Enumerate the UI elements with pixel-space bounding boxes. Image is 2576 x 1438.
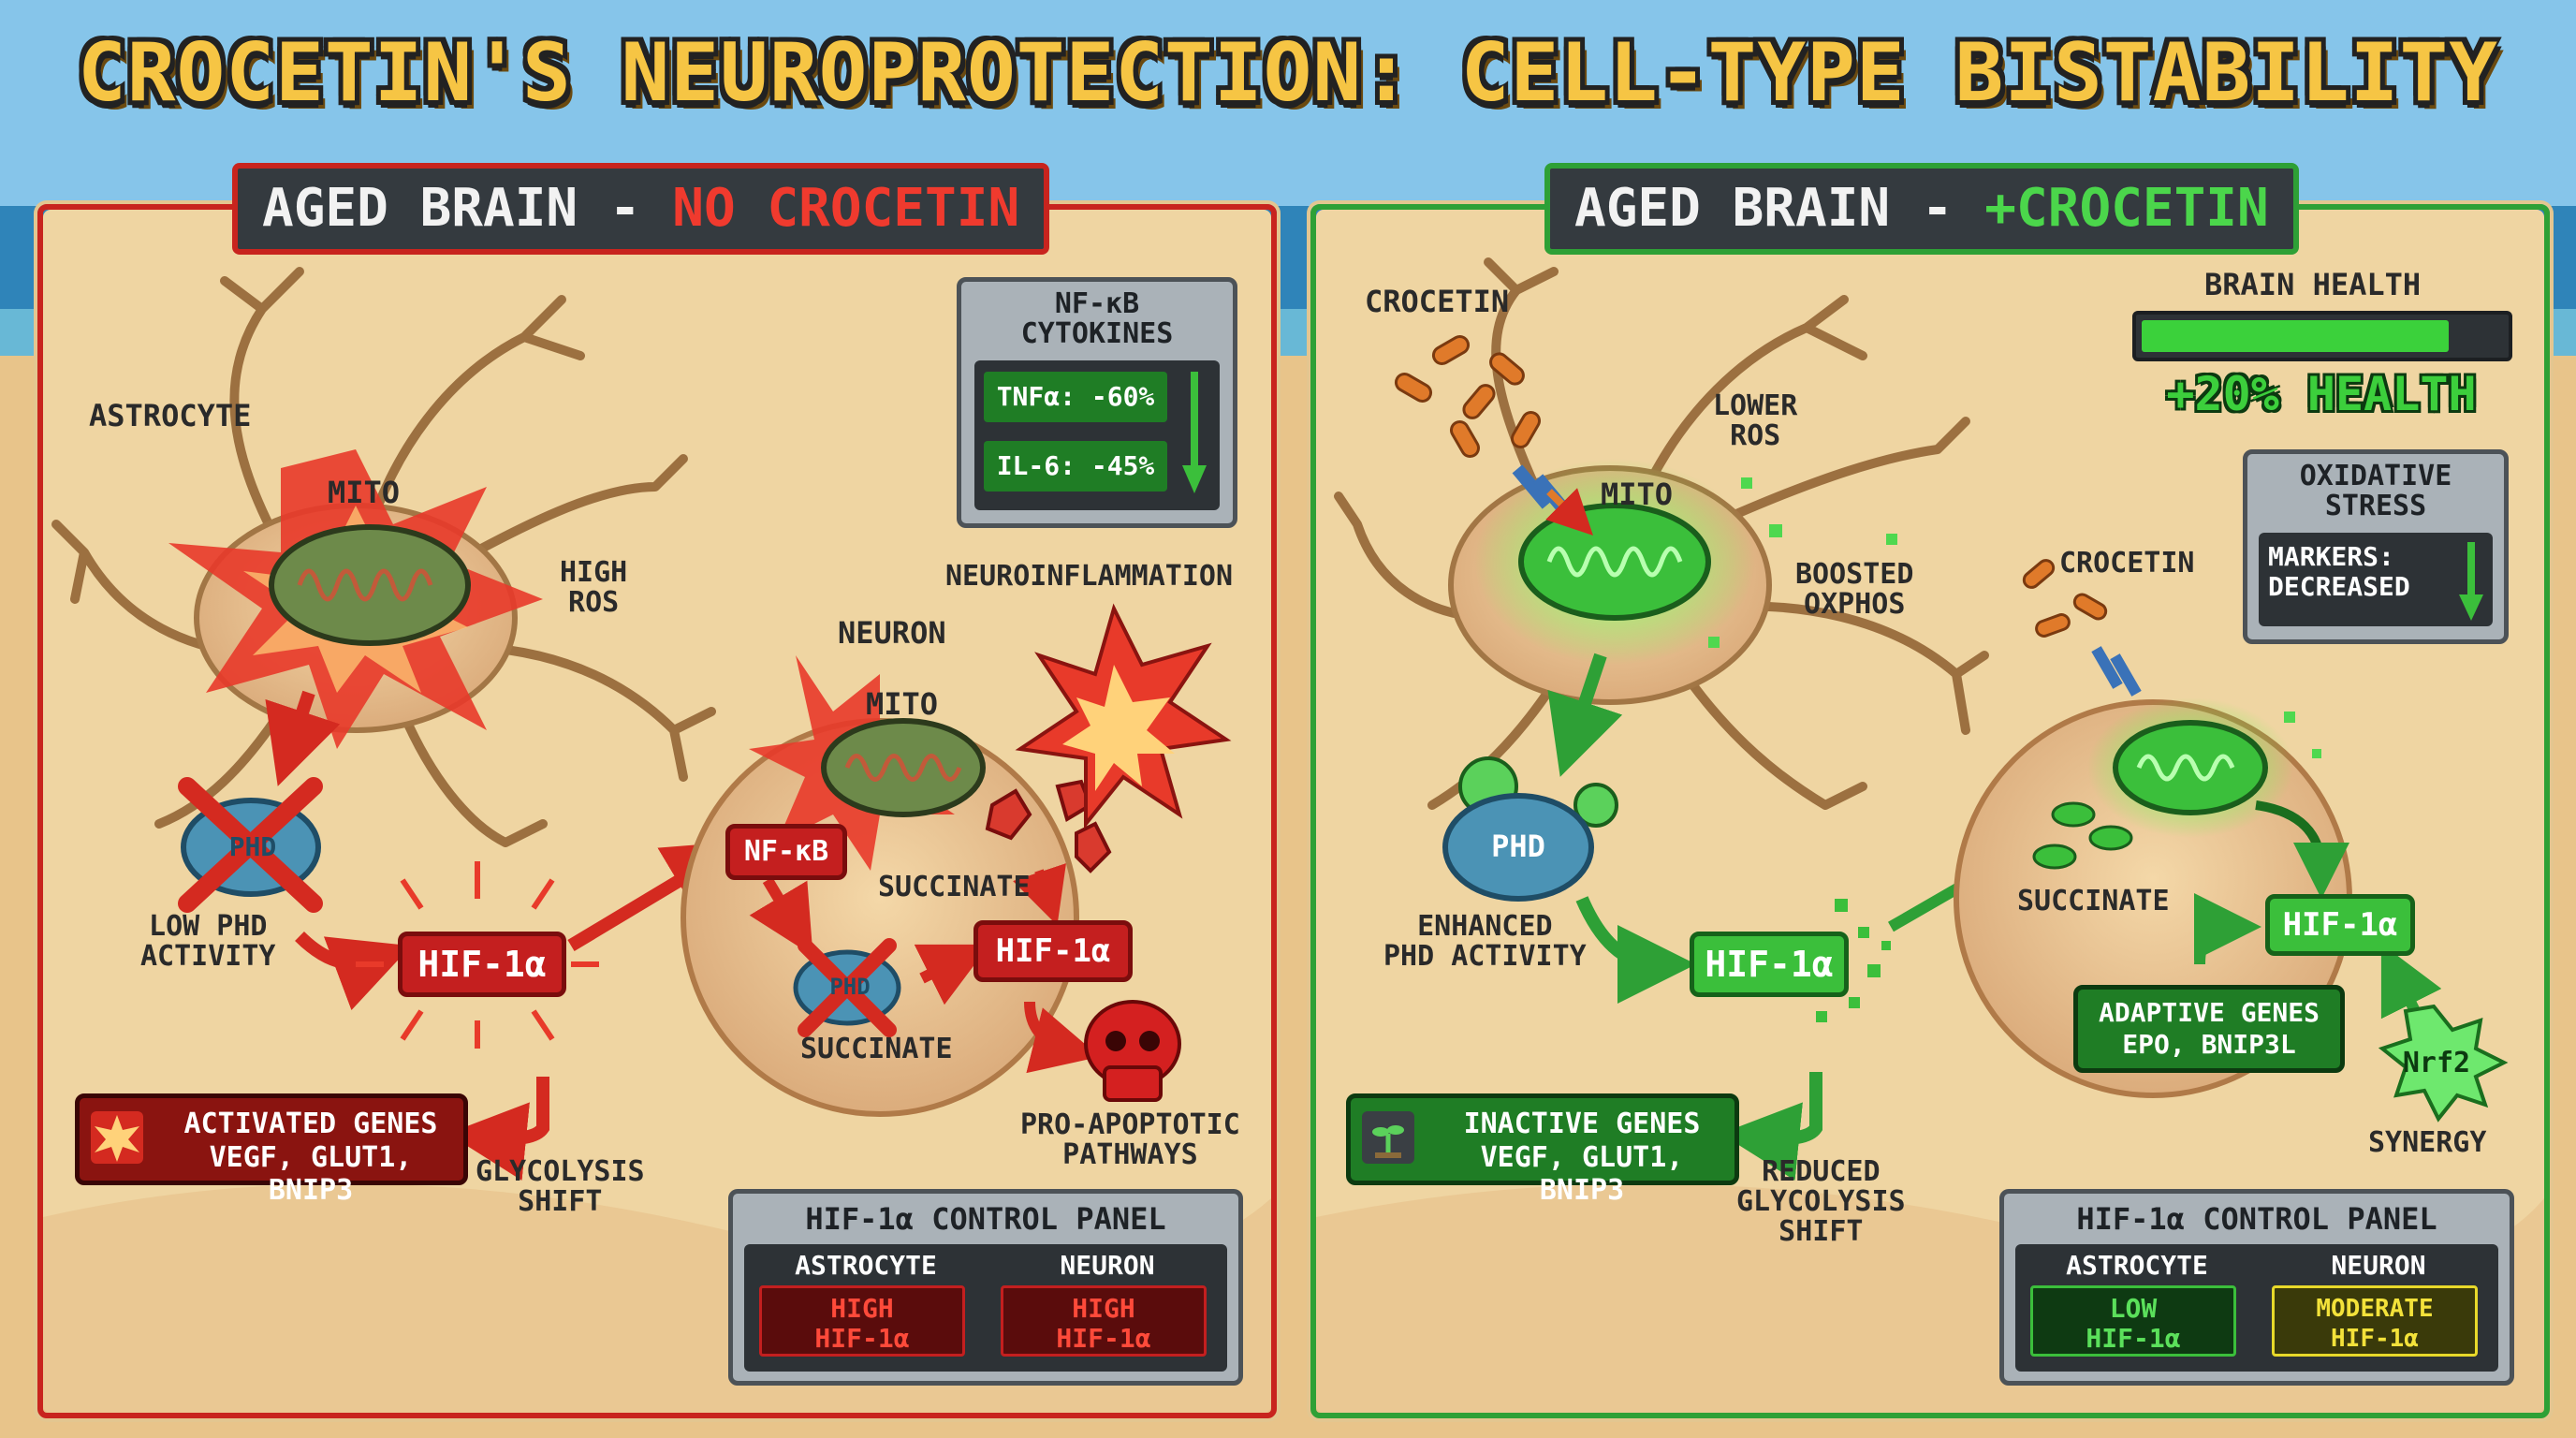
reduced-glycolysis-label: REDUCED GLYCOLYSIS SHIFT bbox=[1736, 1155, 1906, 1248]
oxidative-stress-panel: OXIDATIVE STRESS MARKERS: DECREASED bbox=[2243, 449, 2509, 644]
right-astro-mito-label: MITO bbox=[1601, 477, 1674, 512]
cytokines-panel: NF-κB CYTOKINES TNFα: -60% IL-6: -45% bbox=[957, 277, 1237, 528]
adaptive-genes-title: ADAPTIVE GENES bbox=[2098, 997, 2320, 1028]
down-arrow-icon bbox=[2459, 542, 2483, 621]
neuroinflammation-label: NEUROINFLAMMATION bbox=[945, 560, 1234, 593]
activated-genes-box: ACTIVATED GENES VEGF, GLUT1, BNIP3 bbox=[75, 1093, 468, 1207]
right-col-astrocyte: ASTROCYTE bbox=[2066, 1250, 2208, 1281]
astrocyte-label: ASTROCYTE bbox=[89, 398, 252, 433]
neuron-label: NEURON bbox=[838, 615, 946, 651]
nfkb-box: NF-κB bbox=[725, 824, 847, 880]
right-col-neuron: NEURON bbox=[2331, 1250, 2426, 1281]
burst-icon bbox=[91, 1111, 143, 1164]
crocetin-neuron-label: CROCETIN bbox=[2059, 547, 2195, 580]
hif-astro-right-box: HIF-1α bbox=[1690, 932, 1849, 997]
left-neuron-hif-readout: HIGH HIF-1α bbox=[1001, 1285, 1207, 1357]
right-control-title: HIF-1α CONTROL PANEL bbox=[2076, 1201, 2437, 1237]
skull-icon bbox=[1084, 1000, 1181, 1102]
nrf2-label: Nrf2 bbox=[2402, 1047, 2471, 1079]
pro-apoptotic-label: PRO-APOPTOTIC PATHWAYS bbox=[1020, 1108, 1240, 1171]
hif-astro-box: HIF-1α bbox=[398, 932, 566, 997]
health-bar-fill bbox=[2142, 320, 2449, 352]
inactive-genes-box: INACTIVE GENES VEGF, GLUT1, BNIP3 bbox=[1346, 1093, 1739, 1207]
right-header-prefix: AGED BRAIN - bbox=[1574, 178, 1985, 239]
health-value: +20% HEALTH bbox=[2166, 367, 2477, 421]
brain-health-title: BRAIN HEALTH bbox=[2204, 267, 2422, 302]
health-bar bbox=[2132, 311, 2512, 361]
high-ros-label: HIGH ROS bbox=[560, 556, 628, 619]
left-panel-header: AGED BRAIN - NO CROCETIN bbox=[232, 163, 1050, 255]
astro-mito-shape bbox=[269, 524, 471, 646]
down-arrow-icon bbox=[1182, 372, 1207, 493]
tnf-value: TNFα: -60% bbox=[984, 372, 1167, 422]
cytokines-title: NF-κB CYTOKINES bbox=[1020, 287, 1174, 350]
oxidative-title: OXIDATIVE STRESS bbox=[2299, 460, 2452, 522]
right-control-panel: HIF-1α CONTROL PANEL ASTROCYTE NEURON LO… bbox=[1999, 1189, 2514, 1386]
inactive-genes-list: VEGF, GLUT1, BNIP3 bbox=[1480, 1141, 1684, 1207]
left-control-panel: HIF-1α CONTROL PANEL ASTROCYTE NEURON HI… bbox=[728, 1189, 1243, 1386]
nrf2-burst-icon bbox=[2378, 1004, 2509, 1123]
left-header-prefix: AGED BRAIN - bbox=[262, 178, 673, 239]
phd-right-label: PHD bbox=[1491, 829, 1545, 864]
hif-neuron-box: HIF-1α bbox=[973, 920, 1133, 982]
page-title: CROCETIN'S NEUROPROTECTION: CELL-TYPE BI… bbox=[77, 26, 2499, 120]
phd-left-label: PHD bbox=[228, 831, 277, 862]
right-succinate-label: SUCCINATE bbox=[2017, 885, 2170, 917]
right-panel-header: AGED BRAIN - +CROCETIN bbox=[1544, 163, 2299, 255]
phd-neuron-label: PHD bbox=[829, 974, 871, 1000]
left-astro-hif-readout: HIGH HIF-1α bbox=[759, 1285, 965, 1357]
left-col-neuron: NEURON bbox=[1060, 1250, 1155, 1281]
activated-genes-title: ACTIVATED GENES bbox=[183, 1108, 438, 1140]
crocetin-molecules-neuron bbox=[2022, 559, 2108, 638]
enhanced-phd-label: ENHANCED PHD ACTIVITY bbox=[1383, 910, 1587, 973]
lower-ros-label: LOWER ROS bbox=[1713, 389, 1798, 452]
il6-value: IL-6: -45% bbox=[984, 441, 1167, 492]
oxidative-markers: MARKERS: DECREASED bbox=[2268, 541, 2410, 602]
right-header-highlight: +CROCETIN bbox=[1984, 178, 2269, 239]
left-col-astrocyte: ASTROCYTE bbox=[795, 1250, 937, 1281]
crocetin-top-label: CROCETIN bbox=[1365, 284, 1510, 319]
adaptive-genes-box: ADAPTIVE GENES EPO, BNIP3L bbox=[2073, 985, 2345, 1073]
synergy-label: SYNERGY bbox=[2368, 1126, 2487, 1159]
inactive-genes-title: INACTIVE GENES bbox=[1463, 1108, 1701, 1140]
left-header-highlight: NO CROCETIN bbox=[672, 178, 1020, 239]
hif-neuron-right-box: HIF-1α bbox=[2265, 894, 2415, 956]
sprout-icon bbox=[1362, 1111, 1414, 1164]
neuron-mito-label: MITO bbox=[866, 686, 939, 722]
succinate-top-label: SUCCINATE bbox=[878, 871, 1031, 903]
low-phd-label: LOW PHD ACTIVITY bbox=[140, 910, 276, 973]
phd-active-icon bbox=[1442, 793, 1594, 902]
activated-genes-list: VEGF, GLUT1, BNIP3 bbox=[209, 1141, 413, 1207]
glycolysis-shift-label: GLYCOLYSIS SHIFT bbox=[476, 1155, 645, 1218]
astrocyte-left-icon bbox=[51, 267, 716, 847]
crocetin-molecules-top bbox=[1394, 334, 1541, 459]
astro-mito-label: MITO bbox=[328, 475, 401, 510]
right-astro-hif-readout: LOW HIF-1α bbox=[2030, 1285, 2236, 1357]
right-neuron-hif-readout: MODERATE HIF-1α bbox=[2272, 1285, 2478, 1357]
boosted-oxphos-label: BOOSTED OXPHOS bbox=[1795, 558, 1914, 621]
adaptive-genes-list: EPO, BNIP3L bbox=[2122, 1029, 2296, 1060]
left-control-title: HIF-1α CONTROL PANEL bbox=[805, 1201, 1166, 1237]
succinate-bottom-label: SUCCINATE bbox=[800, 1033, 953, 1065]
